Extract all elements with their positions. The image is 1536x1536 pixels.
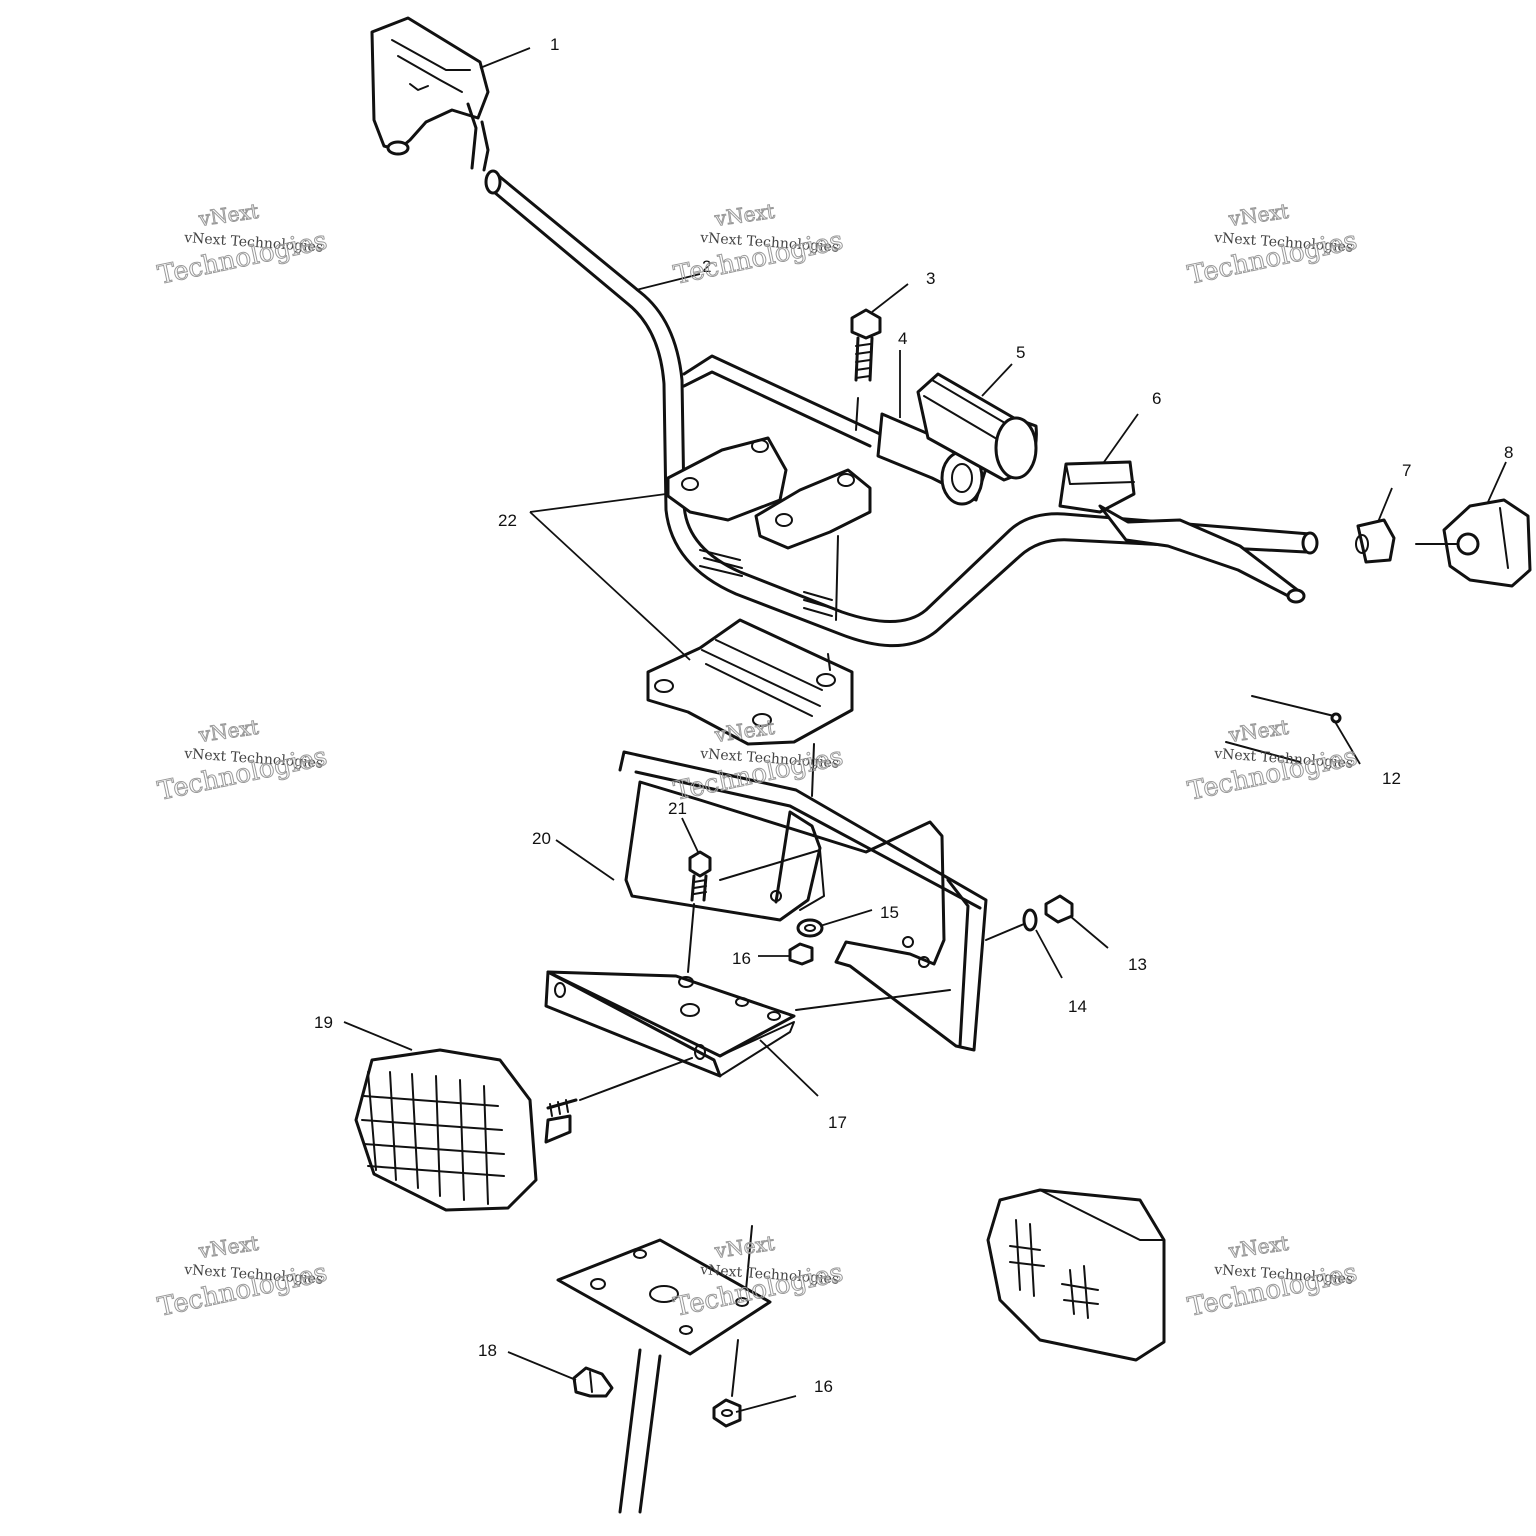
- callout-19: 19: [314, 1013, 333, 1032]
- light-bracket: [618, 750, 988, 1052]
- watermark: vNext vNext Technologies Technologies: [1185, 1230, 1361, 1323]
- svg-text:vNext: vNext: [196, 199, 260, 231]
- nut-16-upper: [788, 942, 814, 966]
- leader-lines: [343, 47, 1507, 1413]
- callout-17: 17: [828, 1113, 847, 1132]
- watermark: vNext vNext Technologies Technologies: [155, 714, 331, 807]
- callout-1: 1: [550, 35, 559, 54]
- callout-labels: 1 2 3 4 5 6 7 8 12 13 14 15 16 16 17 18 …: [314, 35, 1513, 1396]
- callout-20: 20: [532, 829, 551, 848]
- callout-14: 14: [1068, 997, 1087, 1016]
- callout-22: 22: [498, 511, 517, 530]
- switch-housing: [370, 16, 490, 172]
- callout-5: 5: [1016, 343, 1025, 362]
- callout-16-upper: 16: [732, 949, 751, 968]
- svg-text:vNext: vNext: [712, 199, 776, 231]
- watermark-grid: vNext vNext Technologies Technologies vN…: [155, 198, 1361, 1323]
- watermark: vNext vNext Technologies Technologies: [1185, 198, 1361, 291]
- callout-13: 13: [1128, 955, 1147, 974]
- svg-text:vNext: vNext: [196, 715, 260, 747]
- callout-2: 2: [702, 257, 711, 276]
- mounting-plate: [544, 970, 951, 1078]
- svg-text:vNext: vNext: [712, 1231, 776, 1263]
- callout-12: 12: [1382, 769, 1401, 788]
- watermark: vNext vNext Technologies Technologies: [671, 198, 847, 291]
- washer-14: [1022, 908, 1038, 932]
- callout-18: 18: [478, 1341, 497, 1360]
- callout-7: 7: [1402, 461, 1411, 480]
- watermark: vNext vNext Technologies Technologies: [155, 198, 331, 291]
- lower-clamp: [646, 618, 854, 797]
- callout-15: 15: [880, 903, 899, 922]
- brake-master-cylinder: [1058, 460, 1306, 604]
- upper-clamps: [666, 436, 872, 621]
- clip-18: [572, 1366, 614, 1398]
- throttle-housing: [1415, 498, 1532, 588]
- svg-text:vNext: vNext: [1226, 199, 1290, 231]
- washer-15: [796, 918, 824, 938]
- svg-text:vNext: vNext: [1226, 715, 1290, 747]
- svg-text:vNext: vNext: [196, 1231, 260, 1263]
- lower-plate: [556, 1225, 772, 1514]
- svg-text:vNext: vNext: [1226, 1231, 1290, 1263]
- watermark: vNext vNext Technologies Technologies: [155, 1230, 331, 1323]
- bolt-21: [687, 850, 712, 973]
- round-light: [986, 1188, 1166, 1362]
- nut-13: [1044, 894, 1074, 924]
- bolt-3: [850, 308, 882, 431]
- watermark: vNext vNext Technologies Technologies: [1185, 714, 1361, 807]
- callout-8: 8: [1504, 443, 1513, 462]
- work-light: [354, 1048, 693, 1212]
- callout-16-lower: 16: [814, 1377, 833, 1396]
- callout-3: 3: [926, 269, 935, 288]
- nut-16-lower: [712, 1398, 742, 1428]
- callout-6: 6: [1152, 389, 1161, 408]
- callout-21: 21: [668, 799, 687, 818]
- handlebar: [484, 169, 1319, 648]
- callout-4: 4: [898, 329, 907, 348]
- end-cap-7: [1355, 518, 1396, 564]
- handlebar-pad: [916, 372, 1038, 482]
